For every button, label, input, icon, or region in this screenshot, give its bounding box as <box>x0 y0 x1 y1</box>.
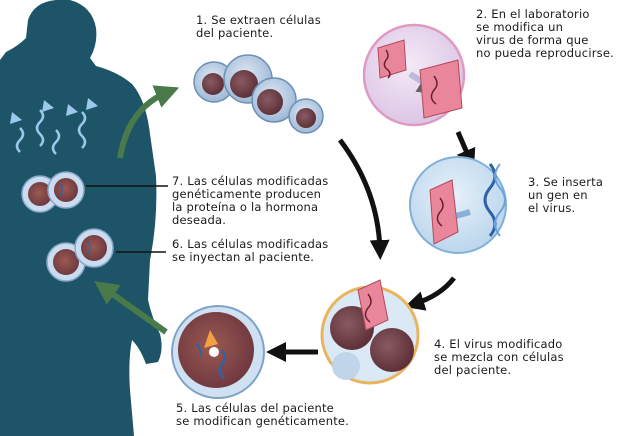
gene-insertion-bubble <box>409 156 507 254</box>
arrow-step3-to-step4 <box>404 276 456 311</box>
extracted-cells <box>193 54 324 134</box>
arrow-step5-to-step6 <box>94 281 168 335</box>
arrow-extract <box>117 85 180 159</box>
modified-cell <box>171 305 265 399</box>
virus-lab-bubble <box>362 23 466 127</box>
body-cells-upper <box>21 171 85 213</box>
human-silhouette <box>0 0 162 436</box>
protein-molecules <box>10 98 98 155</box>
step-6-label: 6. Las células modificadas se inyectan a… <box>172 237 329 264</box>
step-1-label: 1. Se extraen células del paciente. <box>196 13 321 40</box>
step-3-label: 3. Se inserta un gen en el virus. <box>528 175 604 215</box>
step-7-label: 7. Las células modificadas genéticamente… <box>172 174 329 227</box>
virus-cell-mix <box>320 279 420 385</box>
step-2-label: 2. En el laboratorio se modifica un viru… <box>476 7 614 60</box>
body-cells-lower <box>46 228 114 282</box>
step-4-label: 4. El virus modificado se mezcla con cél… <box>434 337 564 377</box>
step-5-label: 5. Las células del paciente se modifican… <box>176 401 350 428</box>
arrow-cells-to-mix <box>338 138 390 260</box>
arrow-step2-to-step3 <box>455 131 476 170</box>
